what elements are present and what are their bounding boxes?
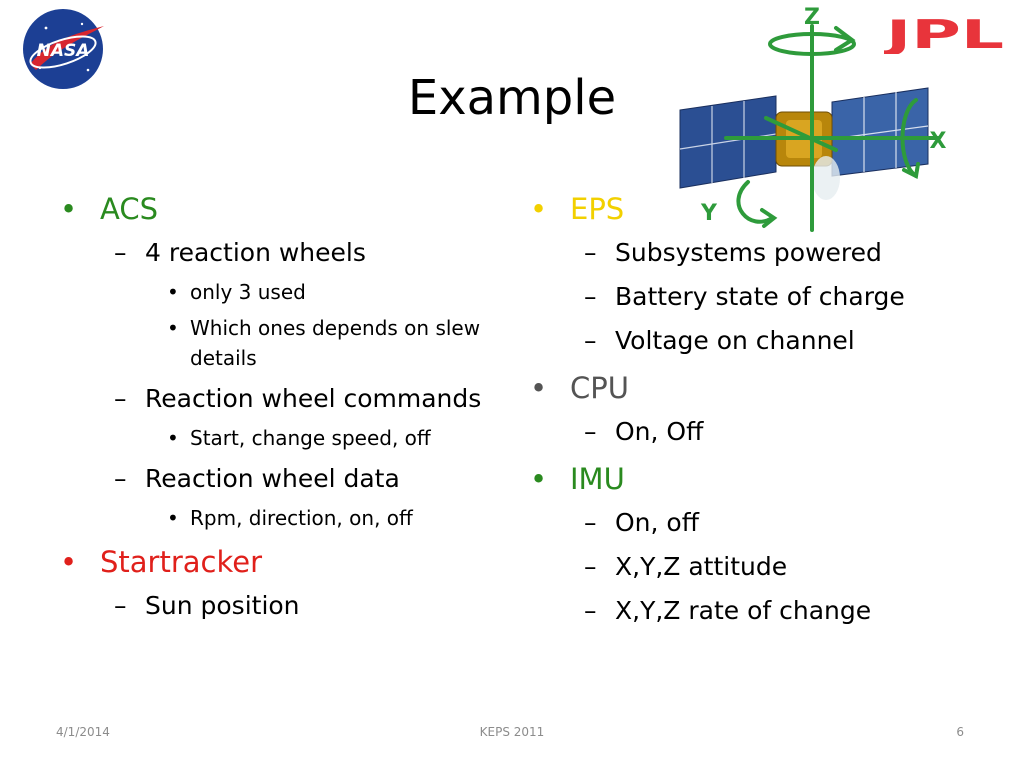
sub-bullet-battery-state: Battery state of charge — [526, 279, 966, 315]
bullet-imu: IMU — [526, 461, 966, 497]
sub-bullet-cpu-on-off: On, Off — [526, 414, 966, 450]
footer-page-number: 6 — [956, 725, 964, 739]
bullet-startracker: Startracker — [56, 544, 486, 580]
left-bullet-list: ACS 4 reaction wheels only 3 used Which … — [56, 180, 486, 624]
solar-panel-left-icon — [679, 95, 777, 189]
bullet-cpu: CPU — [526, 370, 966, 406]
detail-rpm-direction: Rpm, direction, on, off — [56, 503, 486, 533]
z-axis-label: Z — [804, 5, 820, 30]
sub-bullet-wheel-commands: Reaction wheel commands — [56, 381, 486, 417]
sub-bullet-sun-position: Sun position — [56, 588, 486, 624]
sub-bullet-subsystems-powered: Subsystems powered — [526, 235, 966, 271]
sub-bullet-xyz-attitude: X,Y,Z attitude — [526, 549, 966, 585]
bullet-eps: EPS — [526, 191, 966, 227]
footer-date: 4/1/2014 — [56, 725, 110, 739]
nasa-logo-text: NASA — [37, 41, 90, 61]
detail-which-ones: Which ones depends on slew details — [56, 313, 486, 373]
sub-bullet-imu-on-off: On, off — [526, 505, 966, 541]
sub-bullet-voltage-channel: Voltage on channel — [526, 323, 966, 359]
detail-start-change-speed: Start, change speed, off — [56, 423, 486, 453]
right-bullet-list: EPS Subsystems powered Battery state of … — [526, 180, 966, 629]
nasa-logo-icon: NASA — [23, 9, 104, 89]
detail-only-3-used: only 3 used — [56, 277, 486, 307]
jpl-logo-icon: JPL — [884, 14, 1004, 54]
jpl-logo-text: JPL — [884, 14, 1004, 54]
sub-bullet-xyz-rate: X,Y,Z rate of change — [526, 593, 966, 629]
sub-bullet-reaction-wheels: 4 reaction wheels — [56, 235, 486, 271]
footer-center-text: KEPS 2011 — [479, 725, 545, 739]
sub-bullet-wheel-data: Reaction wheel data — [56, 461, 486, 497]
slide-title: Example — [407, 70, 617, 126]
bullet-acs: ACS — [56, 191, 486, 227]
x-axis-label: X — [930, 129, 947, 154]
